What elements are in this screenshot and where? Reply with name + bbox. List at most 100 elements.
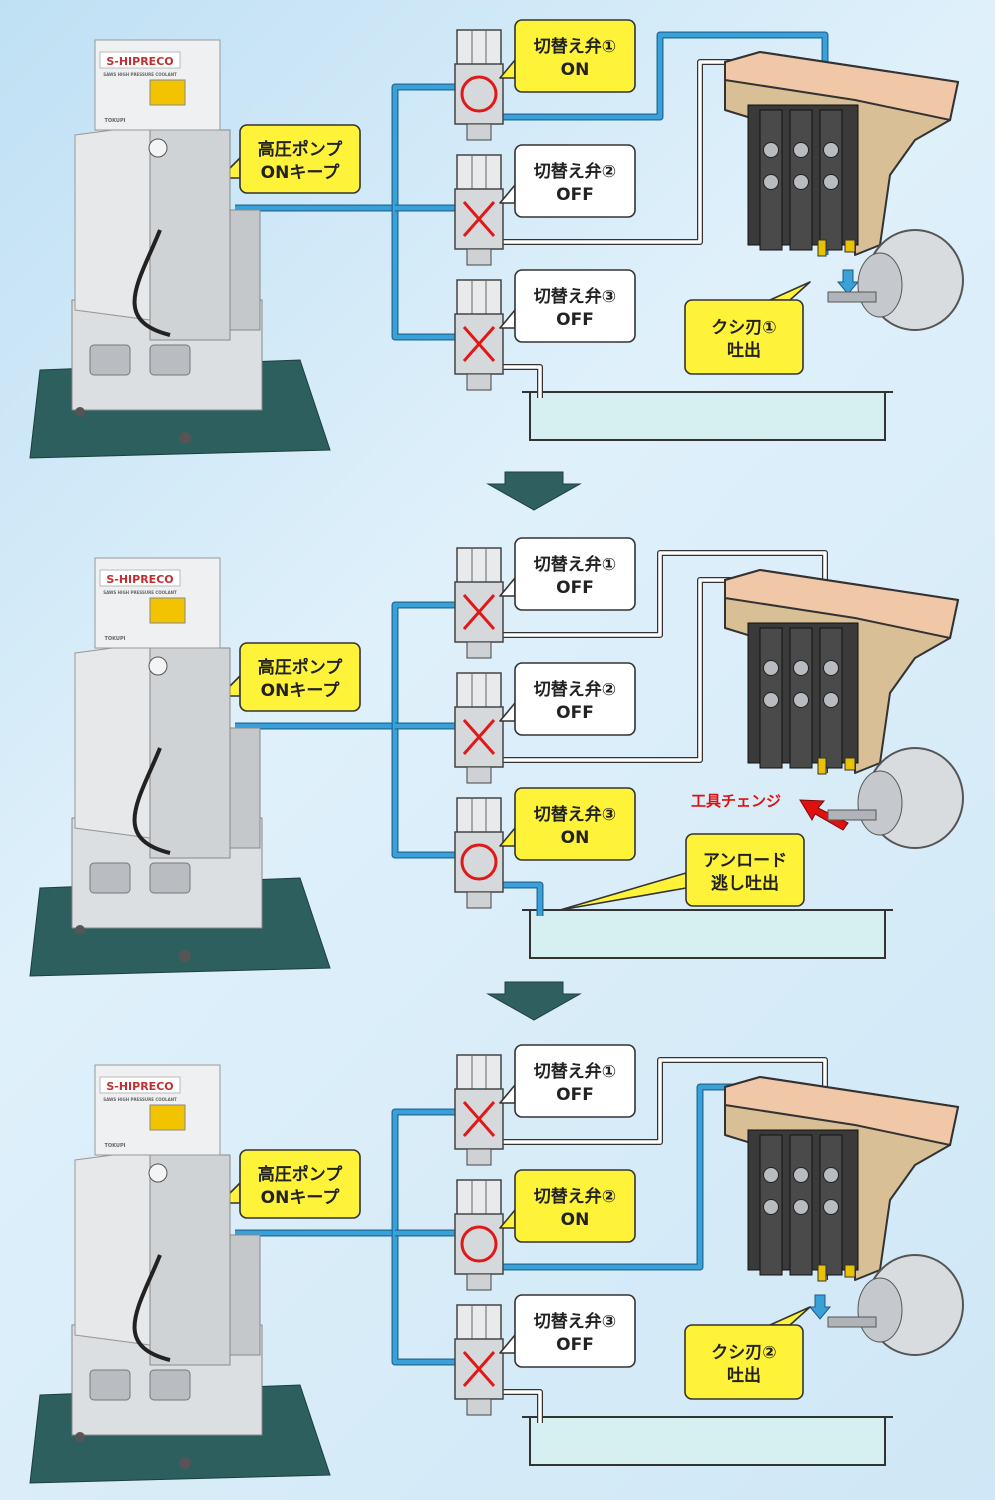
pump-body: [149, 647, 231, 859]
panel-2: 切替え弁①OFF切替え弁②OFF切替え弁③ON高圧ポンプONキープアンロード逃し…: [219, 537, 893, 959]
valve-head: [456, 154, 502, 192]
logo-plate: [99, 1076, 181, 1094]
pump-side-cover: [74, 1149, 151, 1346]
step-arrow-icon-2: [486, 981, 582, 1021]
coolant-tank: [529, 909, 886, 959]
valve-3-callout-text-1: 切替え弁③: [534, 804, 616, 825]
pressure-gauge: [148, 656, 168, 676]
step-arrow-icon-1: [486, 471, 582, 511]
valve-1-callout-box: [514, 19, 636, 93]
clamp-bolt: [823, 1199, 839, 1215]
maker-label: TOKUPI: [104, 1143, 125, 1149]
coolant-tank: [529, 391, 886, 441]
pump-base-vent-2: [149, 344, 191, 376]
pump-callout-box: [239, 124, 361, 194]
valve-bottom: [466, 123, 492, 141]
valve-2-callout-text-2: ON: [561, 1210, 590, 1230]
caster: [75, 1432, 85, 1442]
tool-post-top: [724, 1075, 960, 1147]
valve-1-callout-box: [514, 537, 636, 611]
pressure-gauge: [148, 1163, 168, 1183]
workpiece: [827, 809, 877, 821]
clamp-bolt: [793, 660, 809, 676]
valve-1-callout-text-2: OFF: [556, 578, 594, 598]
pump-body: [149, 129, 231, 341]
insert-tip-2: [844, 757, 856, 771]
valve-1-callout-text-2: ON: [561, 60, 590, 80]
switch-valve-3: [454, 797, 504, 909]
discharge-callout-text-2: 吐出: [727, 1365, 761, 1386]
valve-2-callout-box: [514, 1169, 636, 1243]
switch-valve-1: [454, 547, 504, 659]
valve-1-callout-text-1: 切替え弁①: [534, 554, 616, 575]
valve-2-callout: 切替え弁② ON: [499, 1169, 636, 1243]
closed-cross-icon: [462, 594, 496, 630]
clamp-bolt: [763, 142, 779, 158]
insert-tip-2: [844, 1264, 856, 1278]
discharge-callout-pointer: [769, 281, 811, 301]
valve-1-callout-text-1: 切替え弁①: [534, 1061, 616, 1082]
tool-post-1: [724, 50, 964, 331]
pump-callout-text-1: 高圧ポンプ: [258, 139, 343, 160]
maker-label: TOKUPI: [104, 636, 125, 642]
clamp-bolt: [763, 1167, 779, 1183]
tool-post-top: [724, 568, 960, 640]
valve-3-callout-text-2: OFF: [556, 1335, 594, 1355]
product-logo: S-HIPRECO: [106, 573, 173, 586]
switch-valve-1: [454, 1054, 504, 1166]
logo-plate: [99, 51, 181, 69]
caster-2: [179, 950, 191, 962]
valve-2-callout-box: [514, 144, 636, 218]
chuck-face: [857, 770, 903, 836]
manifold-pipe: [391, 601, 455, 859]
valve-head: [456, 1054, 502, 1092]
valve-3-callout: 切替え弁③ OFF: [499, 1294, 636, 1368]
valve-1-callout-text-1: 切替え弁①: [534, 36, 616, 57]
switch-valve-2: [454, 1179, 504, 1291]
valve-head: [456, 1179, 502, 1217]
unload-callout-pointer: [559, 872, 687, 911]
insert-tip: [817, 1264, 827, 1282]
clamp-bolt: [793, 174, 809, 190]
valve-3-callout-text-1: 切替え弁③: [534, 1311, 616, 1332]
clamp-bolt: [823, 660, 839, 676]
unload-callout-text-2: 逃し吐出: [711, 873, 779, 894]
product-logo-sub: SAWS HIGH PRESSURE COOLANT: [103, 1097, 177, 1102]
valve-2-callout-text-1: 切替え弁②: [534, 1186, 616, 1207]
discharge-callout-box: [684, 1324, 804, 1400]
valve-2-callout-text-2: OFF: [556, 185, 594, 205]
switch-valve-1: [454, 29, 504, 141]
clamp-bolt: [823, 174, 839, 190]
pump-base-vent: [89, 1369, 131, 1401]
tool-post-2: [724, 568, 964, 849]
pump-callout-text-2: ONキープ: [261, 1187, 341, 1208]
closed-cross-icon: [462, 1351, 496, 1387]
outlet-pipe-3: [503, 881, 544, 916]
pump-side-cover: [74, 124, 151, 321]
pump-base-vent: [89, 862, 131, 894]
unload-callout-box: [685, 833, 805, 907]
valve-3-callout-text-2: ON: [561, 828, 590, 848]
valve-head: [456, 797, 502, 835]
valve-bottom: [466, 1273, 492, 1291]
switch-valve-3: [454, 279, 504, 391]
logo-plate: [99, 569, 181, 587]
valve-2-callout-text-2: OFF: [556, 703, 594, 723]
valve-bottom: [466, 1398, 492, 1416]
discharge-callout-box: [684, 299, 804, 375]
valve-head: [456, 279, 502, 317]
pump-callout-text-1: 高圧ポンプ: [258, 657, 343, 678]
control-panel: [149, 1104, 186, 1131]
pump-callout-box: [239, 642, 361, 712]
outlet-pipe-3: [503, 1389, 543, 1423]
open-circle-icon: [460, 843, 498, 881]
coolant-tank: [529, 1416, 886, 1466]
valve-3-callout-box: [514, 269, 636, 343]
